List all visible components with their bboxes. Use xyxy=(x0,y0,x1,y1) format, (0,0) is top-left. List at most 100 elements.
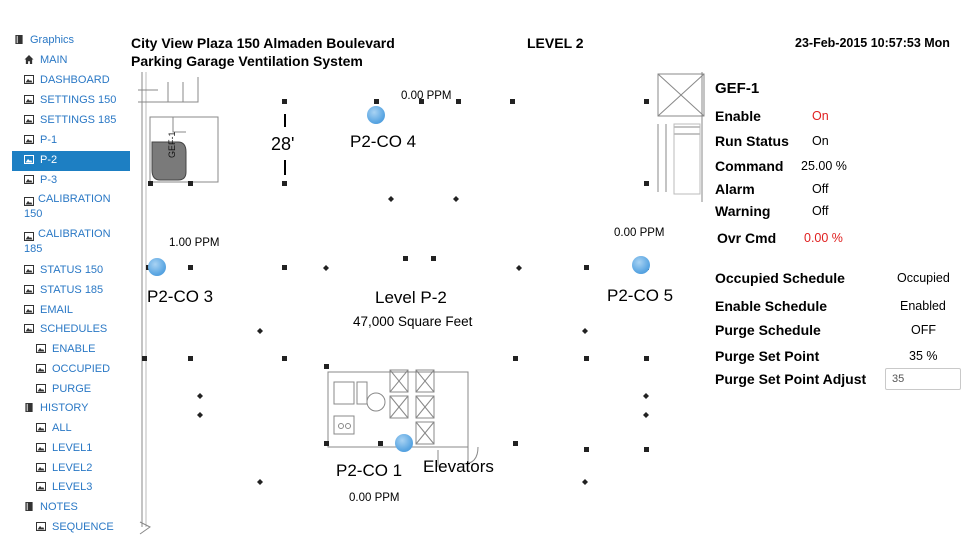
nav-status-150[interactable]: STATUS 150 xyxy=(24,263,154,283)
sensor-p2-co1-ppm: 0.00 PPM xyxy=(349,492,400,504)
nav-schedules[interactable]: SCHEDULES xyxy=(24,322,154,342)
image-icon xyxy=(24,95,34,104)
occupied-schedule-value: Occupied xyxy=(897,271,950,285)
panel-title: GEF-1 xyxy=(715,80,760,97)
image-icon xyxy=(24,265,34,274)
enable-value[interactable]: On xyxy=(812,109,829,123)
nav-label: STATUS 185 xyxy=(40,284,104,296)
nav-email[interactable]: EMAIL xyxy=(24,303,154,323)
home-icon xyxy=(24,55,34,64)
sensor-p2-co1-label: P2-CO 1 xyxy=(336,461,403,480)
image-icon xyxy=(36,522,46,531)
image-icon xyxy=(24,285,34,294)
floor-plan-drawing xyxy=(138,72,705,535)
purge-schedule-value: OFF xyxy=(911,323,936,337)
image-icon xyxy=(36,344,46,353)
system-subtitle: Parking Garage Ventilation System xyxy=(131,53,363,69)
purge-adjust-label: Purge Set Point Adjust xyxy=(715,371,867,387)
sensor-p2-co3-label: P2-CO 3 xyxy=(147,287,214,306)
book-icon xyxy=(25,502,33,511)
sensor-p2-co4-label: P2-CO 4 xyxy=(350,132,417,151)
nav-label: P-2 xyxy=(40,154,58,166)
occupied-schedule-label: Occupied Schedule xyxy=(715,270,845,286)
nav-label: HISTORY xyxy=(40,402,89,414)
nav-history[interactable]: HISTORY xyxy=(24,401,154,421)
nav-label: CALIBRATION 185 xyxy=(24,228,111,255)
nav-label: SEQUENCE xyxy=(52,521,114,533)
alarm-value: Off xyxy=(812,182,829,196)
sensor-p2-co5-ppm: 0.00 PPM xyxy=(614,227,665,239)
nav-label: CALIBRATION 150 xyxy=(24,193,111,220)
enable-label: Enable xyxy=(715,108,761,124)
nav-notes-sequence[interactable]: SEQUENCE xyxy=(36,520,166,540)
nav-label: EMAIL xyxy=(40,304,74,316)
nav-schedule-occupied[interactable]: OCCUPIED xyxy=(36,362,166,382)
nav-label: ALL xyxy=(52,422,72,434)
nav-history-level1[interactable]: LEVEL1 xyxy=(36,441,166,461)
run-status-value: On xyxy=(812,134,829,148)
image-icon xyxy=(24,175,34,184)
image-icon xyxy=(36,423,46,432)
nav-dashboard[interactable]: DASHBOARD xyxy=(24,73,154,93)
fan-tag-label: GEF-1 xyxy=(167,131,177,158)
enable-schedule-value: Enabled xyxy=(900,299,946,313)
image-icon xyxy=(24,155,34,164)
nav-history-level3[interactable]: LEVEL3 xyxy=(36,480,166,500)
nav-status-185[interactable]: STATUS 185 xyxy=(24,283,154,303)
nav-main[interactable]: MAIN xyxy=(24,53,154,73)
sensor-p2-co5-dot[interactable] xyxy=(632,256,650,274)
nav-label: STATUS 150 xyxy=(40,264,104,276)
dimension-label: 28' xyxy=(271,134,295,154)
nav-settings-150[interactable]: SETTINGS 150 xyxy=(24,93,154,113)
book-icon xyxy=(25,403,33,412)
nav-history-all[interactable]: ALL xyxy=(36,421,166,441)
enable-schedule-label: Enable Schedule xyxy=(715,298,828,314)
warning-value: Off xyxy=(812,204,829,218)
sensor-p2-co1-dot[interactable] xyxy=(395,434,413,452)
command-value: 25.00 % xyxy=(801,159,847,173)
nav-notes[interactable]: NOTES xyxy=(24,500,154,520)
nav-graphics[interactable]: Graphics xyxy=(14,33,144,53)
nav-label: Graphics xyxy=(30,34,75,46)
nav-p2[interactable]: P-2 xyxy=(12,151,130,171)
sensor-p2-co4-dot[interactable] xyxy=(367,106,385,124)
nav-settings-185[interactable]: SETTINGS 185 xyxy=(24,113,154,133)
purge-schedule-label: Purge Schedule xyxy=(715,322,821,338)
building-title: City View Plaza 150 Almaden Boulevard xyxy=(131,35,395,51)
nav-label: SCHEDULES xyxy=(40,323,108,335)
sensor-p2-co3-dot[interactable] xyxy=(148,258,166,276)
elevators-label: Elevators xyxy=(423,457,494,476)
ovr-cmd-label: Ovr Cmd xyxy=(717,230,777,246)
nav-schedule-purge[interactable]: PURGE xyxy=(36,382,166,402)
image-icon xyxy=(36,364,46,373)
nav-calibration-185[interactable]: CALIBRATION 185 xyxy=(24,227,124,261)
sensor-p2-co5-label: P2-CO 5 xyxy=(607,286,674,305)
nav-p3[interactable]: P-3 xyxy=(24,173,154,193)
image-icon xyxy=(24,115,34,124)
image-icon xyxy=(24,197,34,206)
nav-label: SETTINGS 150 xyxy=(40,94,117,106)
datetime-display: 23-Feb-2015 10:57:53 Mon xyxy=(795,36,950,50)
command-label: Command xyxy=(715,158,784,174)
ovr-cmd-value[interactable]: 0.00 % xyxy=(804,231,843,245)
image-icon xyxy=(24,305,34,314)
nav-calibration-150[interactable]: CALIBRATION 150 xyxy=(24,192,124,226)
nav-label: NOTES xyxy=(40,501,78,513)
image-icon xyxy=(36,384,46,393)
nav-schedule-enable[interactable]: ENABLE xyxy=(36,342,166,362)
nav-p1[interactable]: P-1 xyxy=(24,133,154,153)
alarm-label: Alarm xyxy=(715,181,755,197)
image-icon xyxy=(24,324,34,333)
nav-label: LEVEL1 xyxy=(52,442,93,454)
image-icon xyxy=(24,232,34,241)
book-icon xyxy=(15,35,23,44)
nav-history-level2[interactable]: LEVEL2 xyxy=(36,461,166,481)
nav-label: SETTINGS 185 xyxy=(40,114,117,126)
purge-adjust-input[interactable] xyxy=(885,368,961,390)
image-icon xyxy=(36,482,46,491)
level-title: LEVEL 2 xyxy=(527,35,584,51)
level-area-title: Level P-2 xyxy=(375,288,447,307)
warning-label: Warning xyxy=(715,203,771,219)
sensor-p2-co3-ppm: 1.00 PPM xyxy=(169,237,220,249)
image-icon xyxy=(24,135,34,144)
